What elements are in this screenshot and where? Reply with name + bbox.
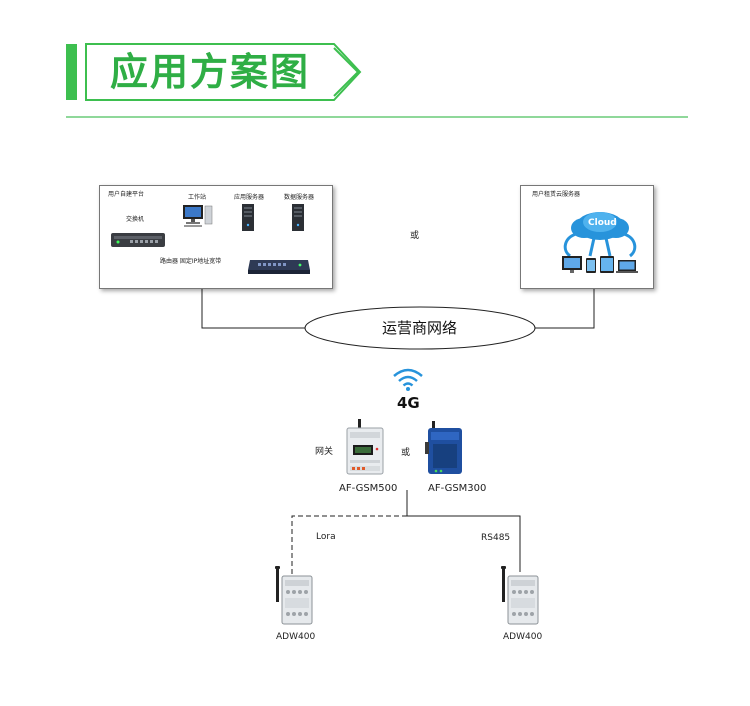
gateway-gsm300-icon — [425, 421, 462, 474]
page-title: 应用方案图 — [110, 50, 311, 94]
app-server-label: 应用服务器 — [234, 194, 265, 201]
meter-adw400-right-icon — [501, 566, 539, 625]
app-server-icon — [242, 204, 254, 231]
db-server-icon — [292, 204, 304, 231]
router-label: 路由器 固定IP地址宽带 — [160, 258, 222, 265]
gateway-gsm500-icon — [346, 419, 384, 475]
meter-left-label: ADW400 — [276, 632, 316, 642]
workstation-label: 工作站 — [188, 194, 207, 201]
cloud-icon — [562, 212, 638, 273]
router-icon — [248, 260, 310, 274]
or-label-top: 或 — [410, 231, 420, 241]
gateway-label: 网关 — [315, 447, 334, 457]
workstation-icon — [183, 205, 213, 227]
link-gateway-lora — [291, 515, 407, 574]
self-built-platform-title: 用户自建平台 — [108, 191, 145, 198]
meter-adw400-left-icon — [275, 566, 313, 625]
link-right-cloud — [534, 287, 595, 329]
or-label-gateway: 或 — [401, 448, 411, 458]
link-left-platform — [201, 287, 306, 329]
header-accent-bar — [66, 44, 77, 100]
device-gsm300-label: AF-GSM300 — [428, 483, 487, 494]
wifi-signal-icon — [393, 368, 423, 391]
meter-right-label: ADW400 — [503, 632, 543, 642]
cloud-label: Cloud — [588, 218, 617, 228]
rs485-link-label: RS485 — [481, 533, 511, 543]
leased-cloud-title: 用户租赁云服务器 — [532, 191, 581, 198]
header-frame — [85, 43, 362, 101]
4g-label: 4G — [397, 394, 420, 412]
device-gsm500-label: AF-GSM500 — [339, 483, 398, 494]
link-gateway-rs485 — [406, 490, 521, 572]
network-ellipse — [304, 306, 536, 350]
switch-label: 交换机 — [126, 216, 145, 223]
switch-icon — [111, 233, 165, 247]
db-server-label: 数据服务器 — [284, 194, 315, 201]
lora-link-label: Lora — [316, 532, 336, 542]
carrier-network-label: 运营商网络 — [382, 319, 458, 337]
header-divider — [66, 116, 688, 118]
